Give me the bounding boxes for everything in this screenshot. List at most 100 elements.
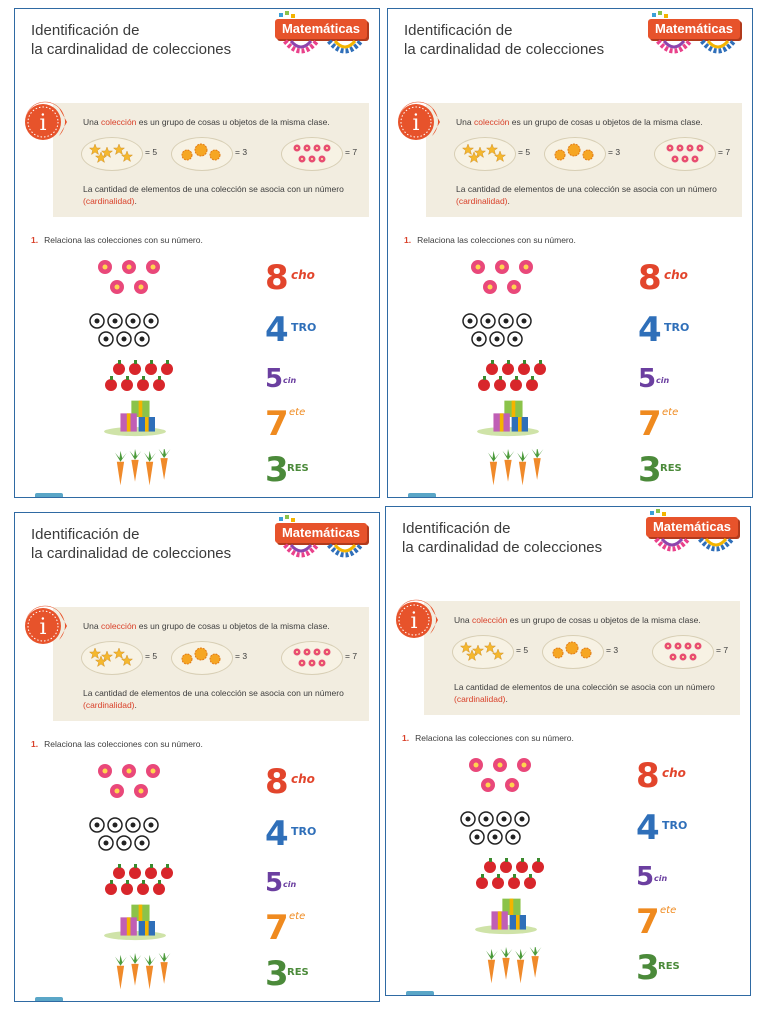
carrots-collection[interactable] [85, 953, 185, 993]
numeral-8[interactable]: 8 cho [634, 255, 724, 298]
svg-text:ete: ete [289, 407, 305, 418]
svg-text:4: 4 [265, 310, 289, 347]
carrots-collection[interactable] [456, 947, 556, 987]
gifts-collection[interactable] [458, 397, 558, 437]
numeral-8[interactable]: 8 cho [261, 759, 351, 802]
apples-collection[interactable] [85, 357, 185, 397]
apples-collection[interactable] [456, 855, 556, 895]
gifts-collection[interactable] [85, 397, 185, 437]
info-icon: i [24, 101, 67, 140]
soccer-balls-collection[interactable] [458, 311, 558, 351]
color-dots-icon [652, 11, 668, 18]
numeral-7[interactable]: 7 ete [632, 897, 722, 942]
soccer-balls-collection[interactable] [85, 311, 185, 351]
svg-text:3: 3 [636, 948, 660, 983]
numeral-3[interactable]: 3 RES [261, 445, 351, 490]
worksheet-panel: Identificación de la cardinalidad de col… [14, 512, 380, 1002]
title-line-1: Identificación de [402, 520, 511, 537]
count-label: = 5 [516, 645, 529, 655]
info-icon: i [397, 101, 440, 140]
svg-text:TRO: TRO [664, 321, 689, 334]
numeral-5[interactable]: 5 cin [632, 855, 722, 895]
numeral-8[interactable]: 8 cho [632, 753, 722, 796]
numeral-8[interactable]: 8 cho [261, 255, 351, 298]
flowers-collection[interactable] [85, 761, 185, 801]
info-box: Una colección es un grupo de cosas u obj… [53, 103, 369, 217]
sun-icon [181, 647, 221, 665]
svg-text:8: 8 [638, 258, 662, 295]
flower-icon [293, 144, 331, 163]
svg-text:i: i [410, 609, 417, 634]
gifts-collection[interactable] [85, 901, 185, 941]
svg-text:RES: RES [287, 463, 309, 474]
info-definition: Una colección es un grupo de cosas u obj… [456, 117, 703, 127]
numeral-7[interactable]: 7 ete [261, 903, 351, 948]
svg-text:ete: ete [289, 911, 305, 922]
worksheet-panel: Identificación de la cardinalidad de col… [14, 8, 380, 498]
page-title: Identificación de la cardinalidad de col… [404, 21, 604, 59]
info-icon: i [395, 599, 438, 638]
soccer-balls-collection[interactable] [456, 809, 556, 849]
svg-text:3: 3 [265, 450, 289, 485]
subject-badge: Matemáticas [275, 515, 367, 563]
numeral-4[interactable]: 4 TRO [634, 307, 724, 350]
svg-text:cin: cin [283, 376, 296, 385]
numeral-5[interactable]: 5 cin [261, 861, 351, 901]
numeral-3[interactable]: 3 RES [632, 943, 722, 988]
svg-text:4: 4 [265, 814, 289, 851]
soccer-balls-collection[interactable] [85, 815, 185, 855]
info-cardinality: La cantidad de elementos de una colecció… [456, 184, 717, 206]
numeral-3[interactable]: 3 RES [261, 949, 351, 994]
gifts-collection[interactable] [456, 895, 556, 935]
numeral-7[interactable]: 7 ete [634, 399, 724, 444]
svg-text:cho: cho [664, 268, 688, 282]
subject-label: Matemáticas [275, 523, 367, 543]
flowers-collection[interactable] [85, 257, 185, 297]
svg-text:i: i [412, 111, 419, 136]
question: 1.Relaciona las colecciones con su númer… [404, 235, 576, 245]
svg-text:7: 7 [638, 404, 662, 439]
flowers-collection[interactable] [458, 257, 558, 297]
apples-collection[interactable] [85, 861, 185, 901]
info-box: Una colección es un grupo de cosas u obj… [424, 601, 740, 715]
svg-text:3: 3 [638, 450, 662, 485]
numeral-3[interactable]: 3 RES [634, 445, 724, 490]
carrots-collection[interactable] [458, 449, 558, 489]
info-cardinality: La cantidad de elementos de una colecció… [83, 688, 344, 710]
carrots-collection[interactable] [85, 449, 185, 489]
svg-text:TRO: TRO [662, 819, 687, 832]
numeral-5[interactable]: 5 cin [261, 357, 351, 397]
numeral-4[interactable]: 4 TRO [261, 307, 351, 350]
count-label: = 5 [518, 147, 531, 157]
svg-text:5: 5 [636, 862, 654, 892]
sun-icon [552, 641, 592, 659]
title-line-1: Identificación de [31, 526, 140, 543]
title-line-1: Identificación de [404, 22, 513, 39]
flower-icon [293, 648, 331, 667]
numeral-5[interactable]: 5 cin [634, 357, 724, 397]
flowers-collection[interactable] [456, 755, 556, 795]
svg-text:3: 3 [265, 954, 289, 989]
title-line-2: la cardinalidad de colecciones [404, 41, 605, 58]
numeral-4[interactable]: 4 TRO [632, 805, 722, 848]
count-label: = 3 [235, 147, 248, 157]
info-cardinality: La cantidad de elementos de una colecció… [454, 682, 715, 704]
title-line-2: la cardinalidad de colecciones [31, 41, 232, 58]
numeral-7[interactable]: 7 ete [261, 399, 351, 444]
count-label: = 5 [145, 147, 158, 157]
svg-text:7: 7 [265, 908, 289, 943]
numeral-4[interactable]: 4 TRO [261, 811, 351, 854]
info-box: Una colección es un grupo de cosas u obj… [426, 103, 742, 217]
count-label: = 3 [608, 147, 621, 157]
question: 1.Relaciona las colecciones con su númer… [31, 235, 203, 245]
svg-text:ete: ete [662, 407, 678, 418]
svg-text:7: 7 [265, 404, 289, 439]
sun-icon [181, 143, 221, 161]
apples-collection[interactable] [458, 357, 558, 397]
svg-text:4: 4 [638, 310, 662, 347]
page-title: Identificación de la cardinalidad de col… [31, 525, 231, 563]
svg-text:cin: cin [283, 880, 296, 889]
svg-text:5: 5 [265, 364, 283, 394]
info-definition: Una colección es un grupo de cosas u obj… [83, 117, 330, 127]
page-title: Identificación de la cardinalidad de col… [402, 519, 602, 557]
